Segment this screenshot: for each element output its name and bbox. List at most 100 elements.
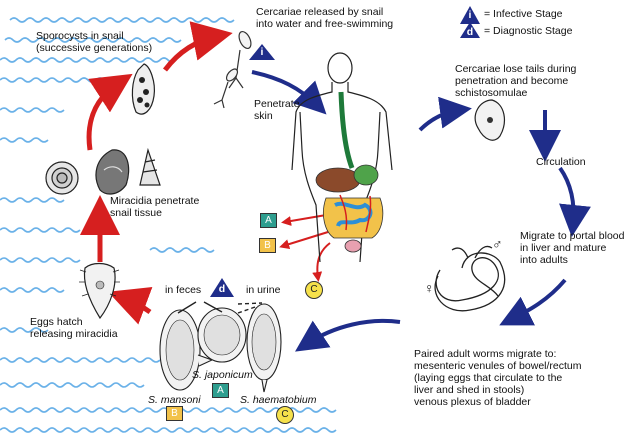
water-wave (0, 357, 161, 363)
digestive-organs (315, 91, 384, 253)
water-wave (0, 77, 129, 83)
snail-drawings (45, 147, 161, 195)
stomach (353, 164, 379, 186)
arrow-egg-to-miracidia (107, 287, 153, 325)
water-wave (0, 427, 337, 433)
feces-connector-lines (177, 301, 223, 314)
label-cercariae-released: Cercariae released by snail into water a… (256, 6, 394, 30)
cercaria-tail (228, 49, 244, 89)
human-head (327, 52, 353, 84)
arrow-adults-to-eggs (295, 318, 401, 352)
label-eggs-hatch: Eggs hatch releasing miracidia (30, 316, 118, 340)
miracidium-body (83, 262, 116, 320)
diagnostic-stage-badge: d (218, 283, 226, 295)
label-paired-adults: Paired adult worms migrate to: mesenteri… (414, 348, 582, 408)
legend-infective-triangle (460, 6, 480, 24)
cercaria-body-2 (225, 68, 239, 82)
sporocyst-germ-cell (144, 102, 150, 108)
planorbid-snail (45, 161, 79, 195)
legend-infective-symbol: i (468, 9, 472, 21)
water-wave (0, 227, 81, 233)
infective-stage-badge: i (260, 46, 264, 58)
male-symbol: ♂ (492, 236, 503, 252)
water-wave (0, 137, 49, 143)
sporocyst-germ-cell (139, 77, 145, 83)
water-wave (0, 382, 145, 388)
human-figure (291, 52, 393, 263)
badge-a-gut: A (260, 213, 277, 228)
label-s-haematobium: S. haematobium (240, 394, 317, 406)
esophagus (338, 91, 355, 169)
miracidium-cilia (79, 269, 120, 297)
female-symbol: ♀ (424, 280, 435, 296)
arrow-c-from-bladder (312, 242, 331, 282)
label-in-urine: in urine (246, 284, 281, 296)
water-wave (9, 17, 235, 23)
bladder (344, 239, 362, 253)
arrow-cercariae-to-skin (251, 70, 327, 115)
s-japonicum-egg (197, 307, 247, 363)
liver (315, 167, 361, 193)
sporocyst-germ-cell (137, 97, 143, 103)
label-penetrate-skin: Penetrate skin (254, 98, 300, 122)
oncomelania-snail (139, 147, 161, 186)
male-worm (435, 257, 499, 302)
label-miracidia-penetrate: Miracidia penetrate snail tissue (110, 195, 200, 219)
adult-worm-pair (434, 245, 506, 312)
legend-triangles (210, 6, 480, 297)
infective-stage-triangle (249, 44, 275, 60)
water-wave (0, 57, 177, 63)
label-s-japonicum: S. japonicum (192, 369, 253, 381)
arrow-skin-to-schistosomulae (418, 96, 472, 132)
badge-c-bladder: C (305, 281, 323, 299)
arrow-sporocyst-to-cercariae (163, 21, 233, 72)
legend-infective-label: = Infective Stage (484, 8, 563, 20)
label-s-mansoni: S. mansoni (148, 394, 201, 406)
legend-diagnostic-label: = Diagnostic Stage (484, 25, 573, 37)
water-wave (0, 257, 81, 263)
diagnostic-stage-triangle (210, 278, 234, 297)
label-sporocysts: Sporocysts in snail (successive generati… (36, 30, 153, 54)
water-wave (0, 107, 65, 113)
badge-c-s-haematobium: C (276, 406, 294, 424)
worm-heads (451, 245, 493, 259)
sporocyst-germ-cell (143, 89, 149, 95)
arrow-portal-to-adults (499, 278, 567, 326)
large-intestine (323, 197, 384, 239)
legend-diagnostic-symbol: d (466, 26, 474, 38)
badge-b-s-mansoni: B (166, 406, 183, 421)
schistosomulum-drawing (474, 99, 506, 141)
label-circulation: Circulation (536, 156, 586, 168)
cercaria-drawing (213, 30, 252, 109)
label-cercariae-lose-tails: Cercariae lose tails during penetration … (455, 63, 577, 99)
arrow-b-from-gut (279, 231, 329, 249)
badge-b-gut: B (259, 238, 276, 253)
cercaria-body (238, 30, 252, 50)
human-body-outline (291, 82, 393, 263)
water-wave (4, 37, 182, 43)
badge-a-s-japonicum: A (212, 383, 229, 398)
arrow-circulation-to-portal (558, 166, 591, 237)
miracidium-drawing (79, 262, 120, 320)
urine-connector-line (237, 302, 263, 314)
label-in-feces: in feces (165, 284, 202, 296)
water-wave (0, 327, 49, 333)
sporocyst-drawing (131, 63, 155, 115)
sporocyst-body (131, 63, 155, 115)
water-wave (149, 247, 215, 253)
snail-cycle-arrows (80, 21, 233, 325)
label-migrate-portal: Migrate to portal blood in liver and mat… (520, 230, 625, 266)
arrow-snail-to-sporocyst (86, 73, 133, 151)
s-haematobium-egg (246, 303, 282, 393)
water-wave (0, 197, 65, 203)
bulinus-snail (95, 149, 130, 195)
egg-drawings (159, 301, 282, 393)
water-wave (0, 287, 65, 293)
mesenteric-veins (339, 194, 372, 233)
legend-diagnostic-triangle (460, 22, 480, 38)
s-mansoni-egg (159, 309, 214, 391)
cercaria-tail-2 (213, 81, 229, 109)
female-worm (434, 252, 506, 312)
